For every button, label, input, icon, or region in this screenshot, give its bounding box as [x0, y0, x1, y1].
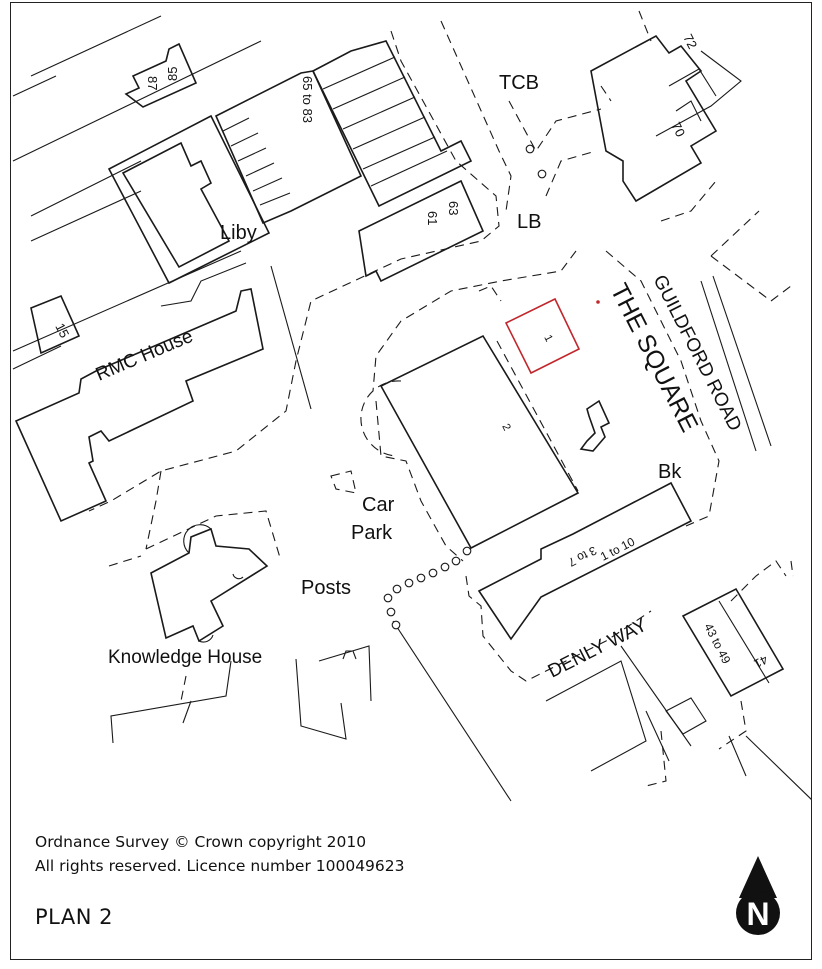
house-number-3-7: 3 to 7	[566, 543, 599, 569]
boundary-lines	[12, 15, 811, 802]
house-number-2: 2	[499, 422, 512, 433]
label-knowledge-house: Knowledge House	[108, 647, 262, 668]
house-number-87: 87	[145, 76, 160, 90]
licence-notice: All rights reserved. Licence number 1000…	[35, 857, 405, 875]
highlighted-plot-1	[504, 297, 581, 375]
building-65-83	[214, 70, 363, 225]
building-2	[379, 334, 580, 550]
building-61-63	[358, 179, 485, 283]
terrace-65-83-partitions	[222, 117, 291, 206]
house-number-41: 41	[751, 652, 770, 671]
label-park: Park	[351, 522, 393, 544]
building-terrace-large	[311, 40, 473, 208]
house-number-61: 61	[425, 211, 440, 225]
map-frame: TCB LB Liby RMC House Car Park Posts Kno…	[10, 2, 812, 960]
building-3-10	[477, 481, 693, 641]
building-70-72	[590, 34, 718, 203]
label-tcb: TCB	[499, 72, 539, 94]
house-number-1: 1	[541, 333, 554, 344]
label-denly-way: DENLY WAY	[545, 615, 651, 683]
building-15	[30, 294, 81, 355]
building-41-49	[681, 587, 785, 698]
house-number-43-49: 43 to 49	[701, 621, 733, 666]
building-liby-plot	[107, 114, 271, 285]
label-car: Car	[362, 494, 395, 516]
house-number-63: 63	[446, 201, 461, 215]
building-liby	[121, 141, 231, 269]
map-canvas: TCB LB Liby RMC House Car Park Posts Kno…	[12, 10, 811, 935]
buildings	[14, 34, 785, 777]
plot-marker-dot	[596, 300, 600, 304]
label-posts: Posts	[301, 577, 351, 599]
road-edges	[88, 10, 794, 787]
building-87-85	[124, 42, 198, 108]
north-arrow-icon: N	[736, 856, 780, 935]
house-number-72: 72	[680, 32, 700, 52]
label-lb: LB	[517, 211, 541, 233]
label-bk: Bk	[658, 461, 682, 483]
building-knowledge-house	[150, 527, 269, 643]
house-number-15: 15	[52, 321, 72, 341]
building-rmc-house	[14, 288, 264, 523]
building-z-shape	[579, 399, 611, 452]
north-arrow-letter: N	[746, 896, 769, 932]
plan-title: PLAN 2	[35, 905, 113, 929]
house-number-1-10: 1 to 10	[598, 534, 637, 563]
label-liby: Liby	[220, 222, 257, 244]
terrace-large-partitions	[322, 56, 448, 187]
copyright-notice: Ordnance Survey © Crown copyright 2010	[35, 833, 367, 851]
house-number-65-83: 65 to 83	[300, 76, 315, 123]
label-rmc-house: RMC House	[93, 326, 196, 386]
posts-markers	[383, 144, 547, 630]
house-number-85: 85	[165, 67, 180, 81]
house-number-70: 70	[668, 120, 688, 140]
